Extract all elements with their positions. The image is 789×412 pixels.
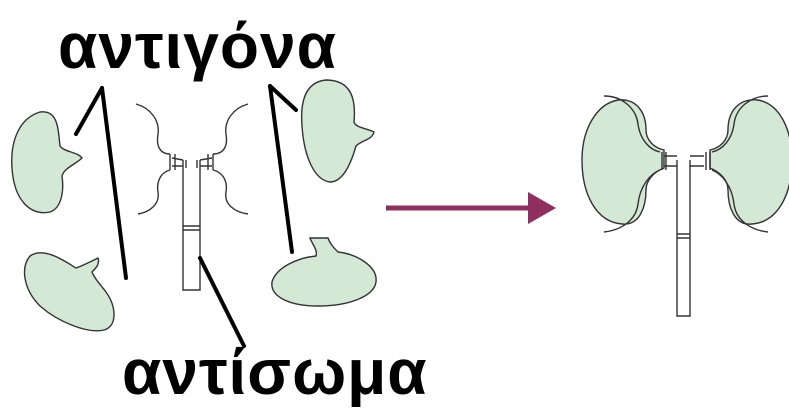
antigen-bound-left bbox=[582, 100, 664, 224]
pointer-to-antibody bbox=[200, 258, 244, 346]
antibody-label: αντίσωμα bbox=[122, 340, 428, 404]
pointer-to-antigen-left-lower bbox=[102, 88, 126, 278]
antigen-bound-right bbox=[710, 100, 789, 224]
antigen-left-lower bbox=[25, 253, 114, 331]
antigen-left-upper bbox=[12, 112, 82, 213]
antigen-right-lower bbox=[272, 238, 376, 306]
pointer-to-antigen-left-upper bbox=[76, 88, 102, 134]
reaction-arrow bbox=[386, 192, 556, 224]
antigen-right-upper bbox=[302, 80, 374, 182]
antibody-free bbox=[136, 104, 248, 290]
pointer-to-antigen-right-lower bbox=[270, 86, 292, 252]
antigens-label: αντιγόνα bbox=[58, 14, 337, 78]
